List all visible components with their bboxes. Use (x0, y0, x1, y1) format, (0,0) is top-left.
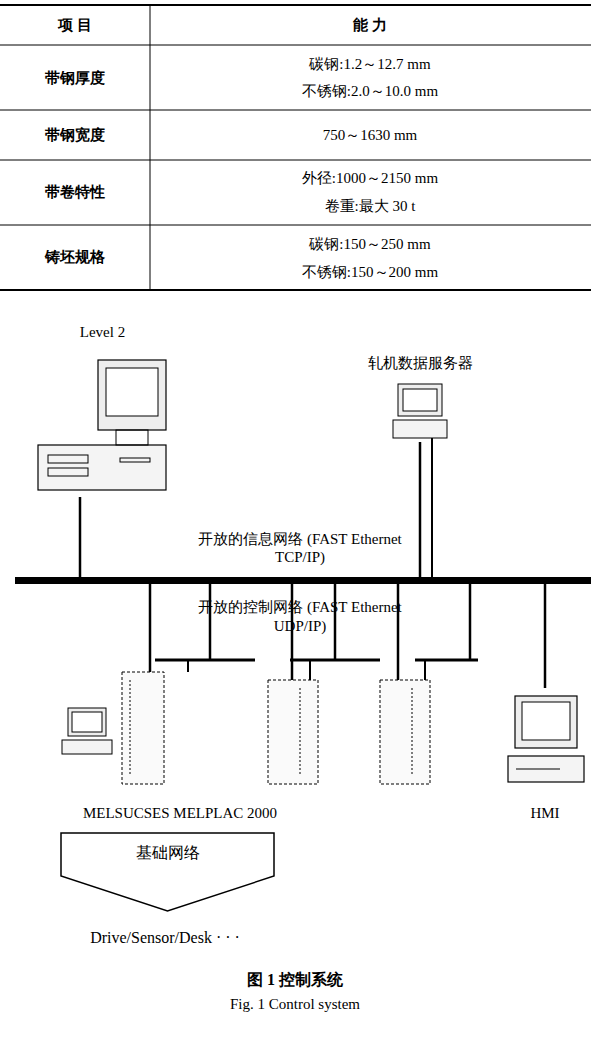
network-link (544, 584, 547, 688)
table-cell: 750～1630 mm (323, 126, 418, 145)
network-link (419, 442, 422, 577)
node-label: HMI (500, 805, 590, 822)
hmi-computer: HMI (500, 688, 590, 824)
table-cell: 带卷特性 (45, 183, 105, 202)
table-cell: 外径:1000～2150 mm (302, 169, 438, 188)
block-arrow: 基础网络 (60, 832, 275, 912)
node-label: 轧机数据服务器 (350, 354, 490, 373)
diagram-label: 开放的控制网络 (FAST Ethernet UDP/IP) (185, 598, 415, 636)
network-bus: 开放的信息网络 (FAST Ethernet TCP/IP) (15, 577, 591, 584)
diagram-label: Fig. 1 Control system (230, 995, 360, 1014)
node-label: 基础网络 (60, 843, 275, 864)
diagram-label: MELSUCSES MELPLAC 2000 (83, 804, 277, 823)
diagram-label: Drive/Sensor/Desk · · · (90, 928, 240, 948)
node-label: 开放的信息网络 (FAST Ethernet TCP/IP) (185, 530, 415, 566)
figure-caption: 图 1 控制系统 (247, 970, 343, 990)
table-cell: 带钢厚度 (45, 69, 105, 88)
table-cell: 带钢宽度 (45, 126, 105, 145)
network-link (79, 497, 82, 577)
table-cell: 不锈钢:150～200 mm (302, 263, 438, 282)
table-cell: 碳钢:1.2～12.7 mm (309, 55, 430, 74)
table-cell: 项 目 (58, 16, 92, 35)
node-label: Level 2 (30, 324, 175, 341)
table-cell: 铸坯规格 (45, 248, 105, 267)
level2-computer: Level 2 (30, 322, 175, 497)
arrow-shape (61, 833, 274, 911)
table-cell: 能 力 (353, 16, 387, 35)
table-cell: 碳钢:150～250 mm (309, 235, 430, 254)
server-computer: 轧机数据服务器 (350, 352, 490, 442)
table-cell: 卷重:最大 30 t (325, 197, 416, 216)
table-cell: 不锈钢:2.0～10.0 mm (302, 82, 438, 101)
